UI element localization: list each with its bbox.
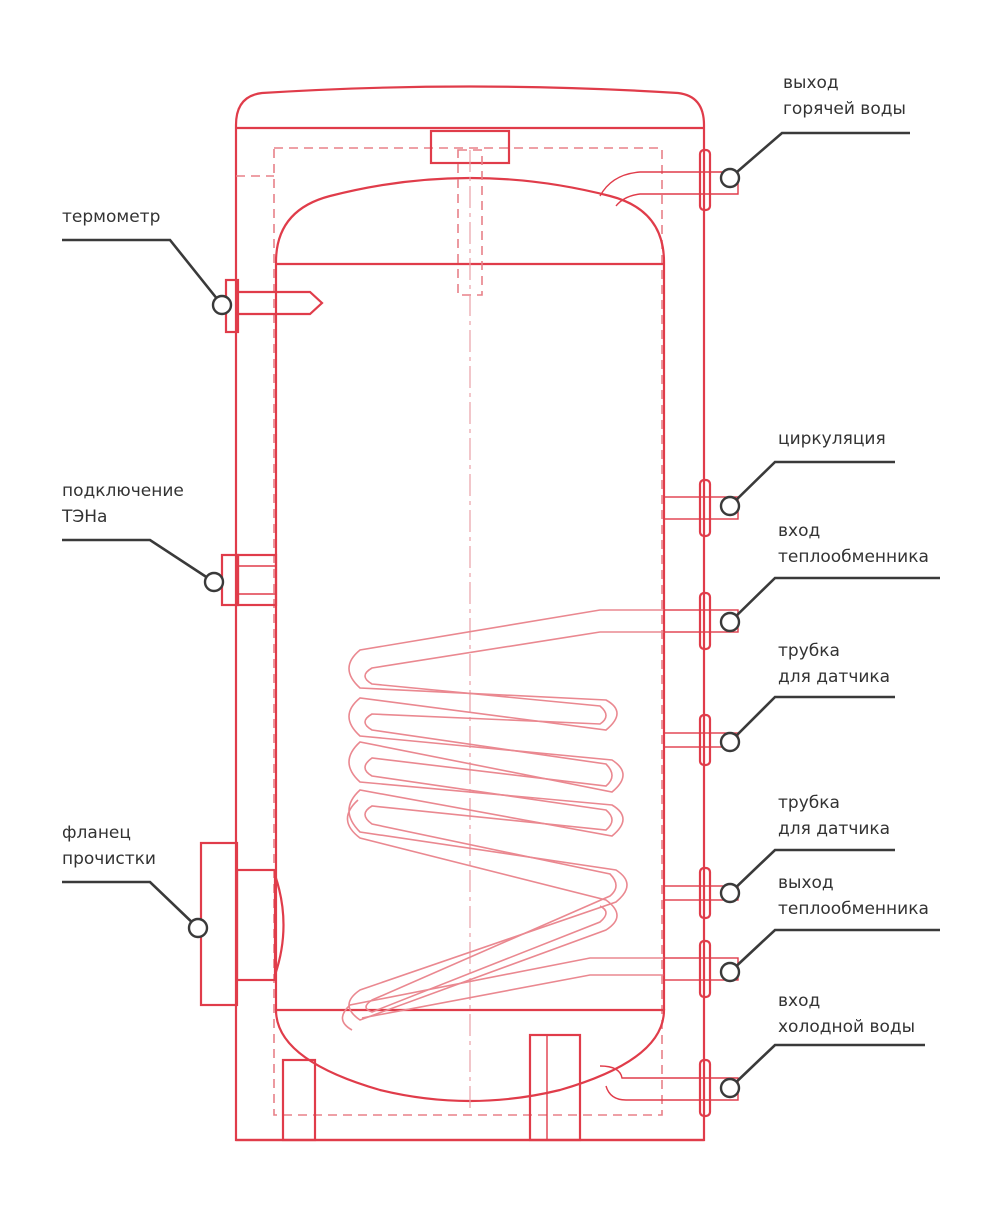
leaders-right — [719, 131, 940, 1099]
callout-hot-out-dot — [719, 167, 741, 189]
label-cleaning-flange: фланец прочистки — [62, 823, 156, 869]
label-heat-exchanger-outlet: выход теплообменника — [778, 873, 929, 919]
anode-fitting — [429, 129, 511, 1110]
leaders-left — [62, 238, 233, 939]
label-sensor-tube-2: трубка для датчика — [778, 793, 891, 839]
callout-flange-dot — [187, 917, 209, 939]
bottom-supports — [281, 1033, 582, 1142]
callout-circulation-dot — [719, 495, 741, 517]
callout-cold-in-dot — [719, 1077, 741, 1099]
callout-sensor-2-dot — [719, 882, 741, 904]
label-hot-water-outlet: выход горячей воды — [783, 73, 906, 119]
label-heat-exchanger-inlet: вход теплообменника — [778, 521, 929, 567]
label-thermometer: термометр — [62, 207, 161, 227]
label-heater-connection: подключение ТЭНа — [62, 481, 184, 527]
heater-port — [220, 553, 278, 607]
label-sensor-tube-1: трубка для датчика — [778, 641, 891, 687]
callout-sensor-1-dot — [719, 731, 741, 753]
callout-heater-dot — [203, 571, 225, 593]
cleaning-flange — [199, 841, 285, 1007]
callout-hx-out-dot — [719, 961, 741, 983]
right-connections — [599, 148, 739, 1118]
label-cold-water-inlet: вход холодной воды — [778, 991, 916, 1037]
heat-exchanger-coil — [341, 609, 664, 1031]
callout-hx-in-dot — [719, 611, 741, 633]
callout-thermometer-dot — [211, 294, 233, 316]
label-circulation: циркуляция — [778, 429, 886, 449]
